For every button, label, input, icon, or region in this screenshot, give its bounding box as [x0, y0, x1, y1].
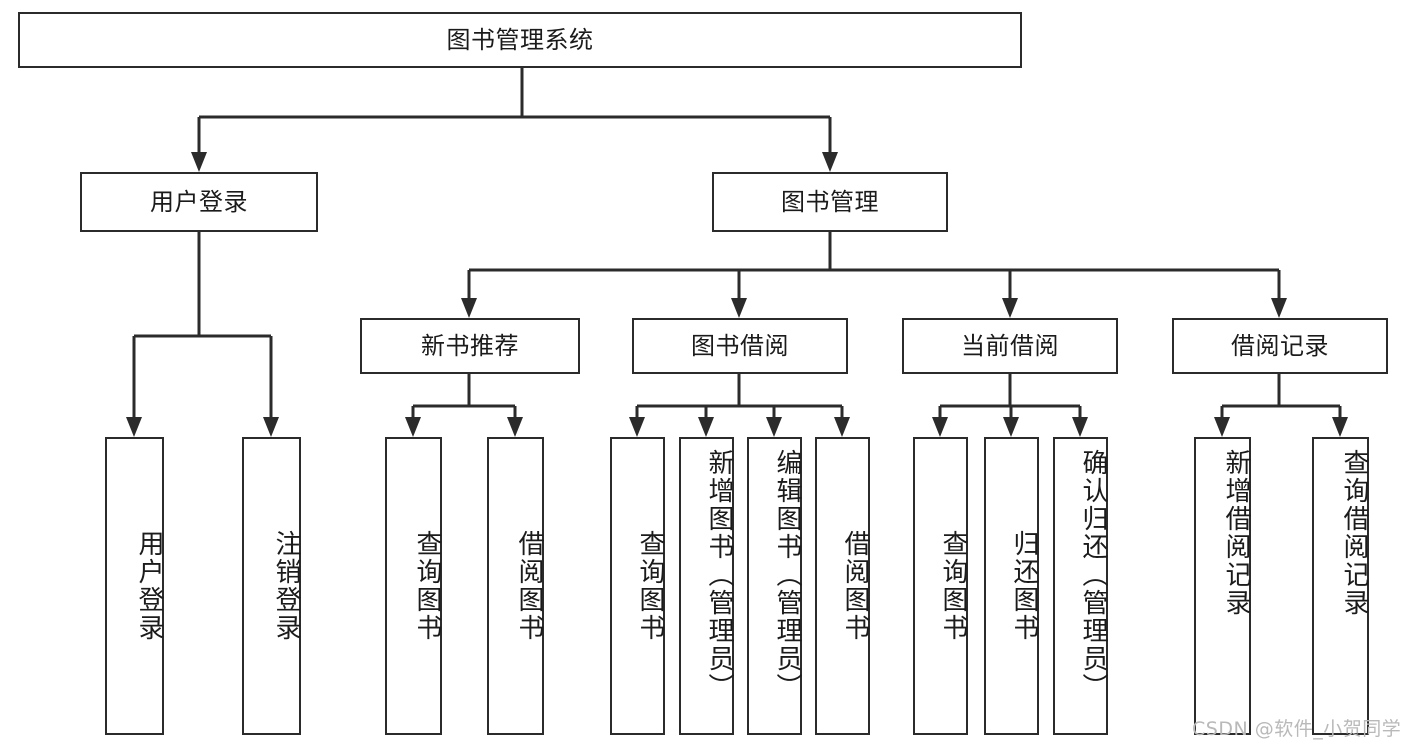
node-label: 图书管理 [781, 187, 879, 216]
connector-arrow-l-borrow-borrow-book [834, 417, 850, 437]
node-label: 查询图书 [938, 530, 968, 642]
node-n-user-login[interactable]: 用户登录 [80, 172, 318, 232]
node-l-rec-query-book[interactable]: 查询图书 [385, 437, 442, 735]
node-label: 图书管理系统 [446, 25, 594, 54]
connector-arrow-l-borrow-query-book [629, 417, 645, 437]
node-l-rec-add-record[interactable]: 新增借阅记录 [1194, 437, 1251, 735]
node-label: 归还图书 [1009, 530, 1039, 642]
node-l-cur-query-book[interactable]: 查询图书 [913, 437, 968, 735]
node-n-book-borrow[interactable]: 图书借阅 [632, 318, 848, 374]
node-l-user-login[interactable]: 用户登录 [105, 437, 164, 735]
node-label: 新书推荐 [421, 331, 519, 360]
node-l-cur-confirm-return[interactable]: 确认归还（管理员） [1053, 437, 1108, 735]
node-l-borrow-add-book[interactable]: 新增图书（管理员） [679, 437, 734, 735]
connector-arrow-l-rec-query-record [1332, 417, 1348, 437]
connector-arrow-l-cur-return-book [1003, 417, 1019, 437]
node-l-borrow-edit-book[interactable]: 编辑图书（管理员） [747, 437, 802, 735]
connector-arrow-n-user-login [191, 152, 207, 172]
node-label: 编辑图书（管理员） [772, 449, 802, 701]
node-l-borrow-borrow-book[interactable]: 借阅图书 [815, 437, 870, 735]
connector-arrow-n-book-borrow [731, 298, 747, 318]
node-label: 确认归还（管理员） [1078, 449, 1108, 701]
node-label: 借阅图书 [840, 530, 870, 642]
node-label: 用户登录 [150, 187, 248, 216]
connector-arrow-n-borrow-record [1271, 298, 1287, 318]
node-label: 借阅记录 [1231, 331, 1329, 360]
connector-arrow-l-user-login [126, 417, 142, 437]
connector-arrow-l-borrow-add-book [698, 417, 714, 437]
connector-arrow-l-cur-confirm-return [1072, 417, 1088, 437]
node-label: 新增图书（管理员） [704, 449, 734, 701]
connector-arrow-l-rec-query-book [405, 417, 421, 437]
node-n-borrow-record[interactable]: 借阅记录 [1172, 318, 1388, 374]
node-label: 查询图书 [412, 530, 442, 642]
node-label: 查询借阅记录 [1339, 449, 1369, 617]
node-l-user-logout[interactable]: 注销登录 [242, 437, 301, 735]
connector-arrow-l-rec-borrow-book [507, 417, 523, 437]
node-l-rec-borrow-book[interactable]: 借阅图书 [487, 437, 544, 735]
connector-arrow-n-current-borrow [1002, 298, 1018, 318]
connector-arrow-n-book-mgmt [822, 152, 838, 172]
node-label: 当前借阅 [961, 331, 1059, 360]
connector-arrow-l-borrow-edit-book [766, 417, 782, 437]
node-root[interactable]: 图书管理系统 [18, 12, 1022, 68]
node-label: 用户登录 [134, 530, 164, 642]
node-label: 注销登录 [271, 530, 301, 642]
connector-arrow-l-user-logout [263, 417, 279, 437]
node-l-cur-return-book[interactable]: 归还图书 [984, 437, 1039, 735]
node-label: 新增借阅记录 [1221, 449, 1251, 617]
node-label: 查询图书 [635, 530, 665, 642]
connector-arrow-l-cur-query-book [932, 417, 948, 437]
node-n-new-book-rec[interactable]: 新书推荐 [360, 318, 580, 374]
node-l-borrow-query-book[interactable]: 查询图书 [610, 437, 665, 735]
node-label: 借阅图书 [514, 530, 544, 642]
watermark: CSDN @软件_小贺同学 [1192, 718, 1402, 740]
node-l-rec-query-record[interactable]: 查询借阅记录 [1312, 437, 1369, 735]
connector-arrow-n-new-book-rec [461, 298, 477, 318]
connector-arrow-l-rec-add-record [1214, 417, 1230, 437]
node-n-current-borrow[interactable]: 当前借阅 [902, 318, 1118, 374]
node-n-book-mgmt[interactable]: 图书管理 [712, 172, 948, 232]
node-label: 图书借阅 [691, 331, 789, 360]
